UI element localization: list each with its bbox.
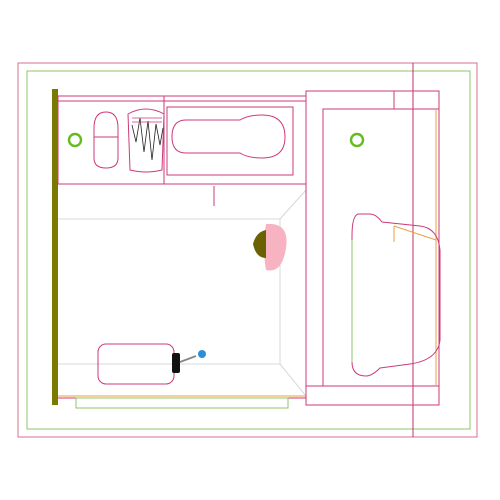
shower-head-pink [264, 223, 287, 271]
bathtub-basin [351, 213, 441, 377]
outer-walls [17, 62, 478, 438]
basin-shape [171, 114, 286, 159]
top-cabinet [57, 95, 307, 185]
outer-wall-rect [17, 62, 478, 438]
shower-head-olive [253, 230, 266, 258]
vanity-frame [166, 106, 294, 176]
top-cabinet-frame [57, 95, 307, 185]
inner-outline [26, 70, 471, 430]
bottom-bar-rect [75, 397, 289, 409]
bathtub-top-step [393, 90, 440, 110]
bathtub-orange-diag [393, 225, 437, 241]
bathtub-outer [305, 90, 440, 406]
inner-wall-rect [26, 70, 471, 430]
radiator-outline [127, 108, 165, 173]
tap-blue-icon [198, 350, 206, 358]
bottom-bar [75, 397, 289, 409]
bathtub-inner [322, 108, 440, 387]
left-olive-wall [52, 89, 58, 405]
washbasin-icon [166, 106, 294, 176]
radiator-icon [127, 108, 165, 173]
toilet-icon [93, 111, 119, 169]
central-room [58, 183, 307, 399]
bathtub-enclosure [305, 90, 440, 406]
bathtub-bottom-step [305, 385, 440, 406]
bathtub-icon [351, 213, 441, 377]
shower-head-icon [253, 223, 287, 271]
room-diag-bottom [279, 363, 307, 397]
floor-drain-icon [349, 132, 365, 148]
room-diag-top [279, 189, 307, 220]
toilet-bowl [93, 111, 119, 169]
tap-spout [179, 355, 197, 363]
tap-icon [172, 353, 180, 373]
floor-drain-icon [67, 132, 83, 148]
radiator-zigzag [131, 117, 164, 161]
small-tub [97, 343, 206, 385]
